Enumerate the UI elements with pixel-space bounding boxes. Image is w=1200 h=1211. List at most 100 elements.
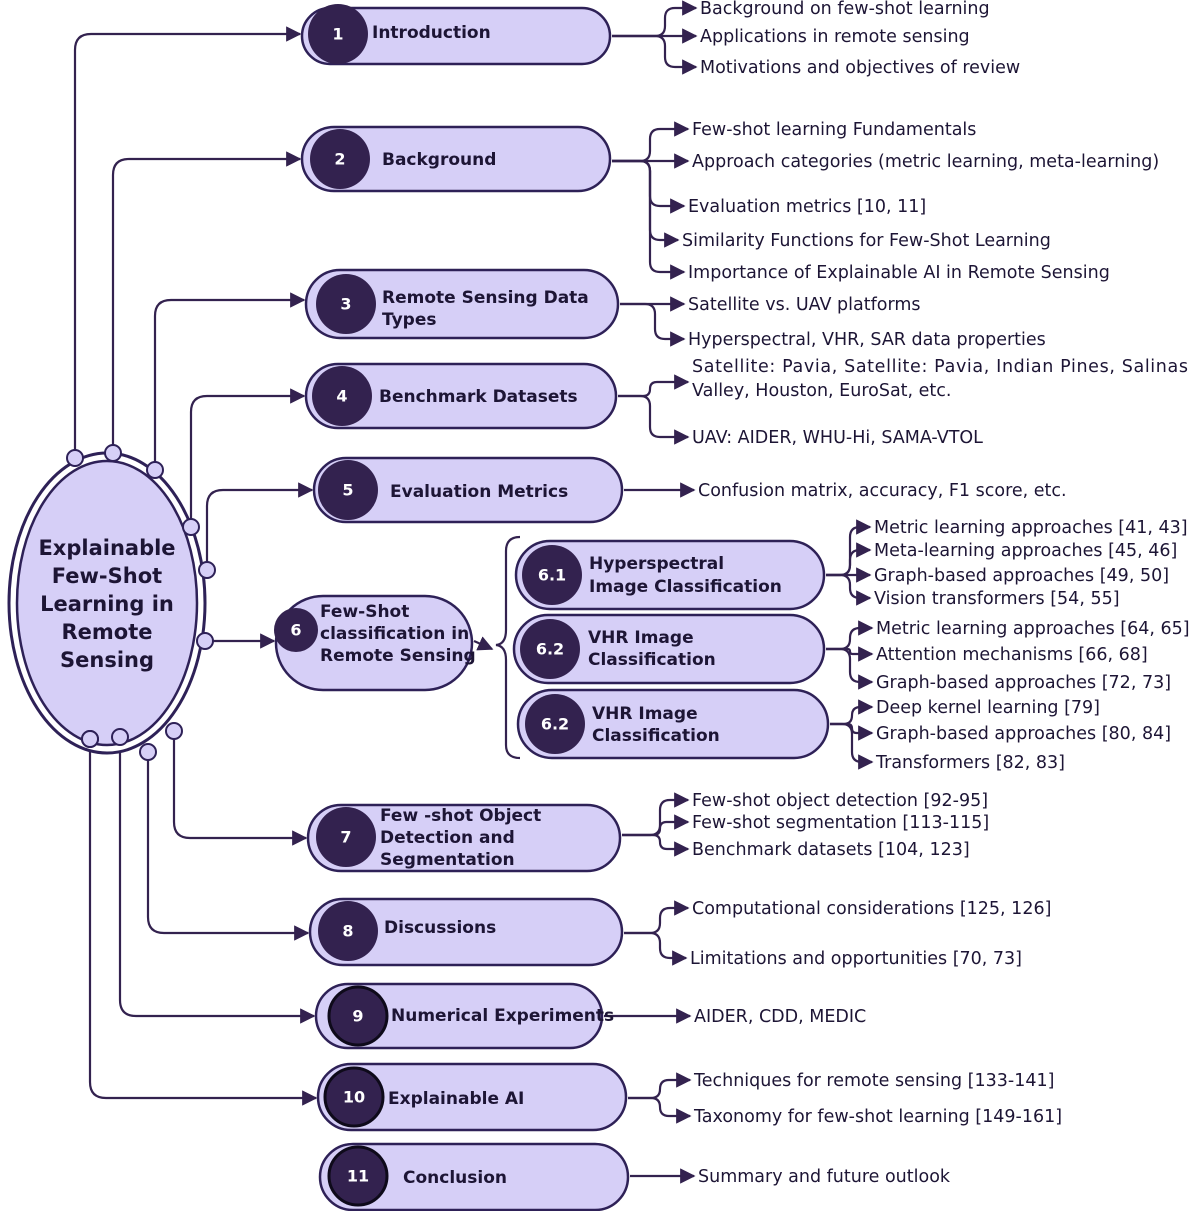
leaf-item-text: Evaluation metrics [10, 11] <box>688 197 926 217</box>
section-number-badge <box>525 694 585 754</box>
item-connector <box>624 931 688 966</box>
section-pill <box>300 125 612 193</box>
section-node-8: 8 Discussions <box>308 897 624 967</box>
item-connector <box>826 542 872 577</box>
section-pill <box>314 982 604 1050</box>
root-title-line-5: Sensing <box>60 648 154 672</box>
section-title-line-3: Segmentation <box>380 850 515 870</box>
section-number-badge <box>520 619 580 679</box>
root-connector-10 <box>88 739 318 1106</box>
section-title-line-1: Hyperspectral <box>589 554 724 574</box>
section-number: 6.2 <box>541 715 569 734</box>
section-number-badge <box>318 901 378 961</box>
leaf-item-text: Satellite vs. UAV platforms <box>688 295 921 315</box>
section-title-line-1: Remote Sensing Data <box>382 288 589 308</box>
root-connector-4 <box>189 388 306 527</box>
section-title-line-1: Discussions <box>384 918 496 938</box>
leaf-item-text: Motivations and objectives of review <box>700 58 1020 78</box>
item-connector <box>826 647 874 690</box>
section-number: 3 <box>340 295 351 314</box>
connector-dot-icon <box>182 518 200 536</box>
section-pill <box>308 897 624 967</box>
item-connector <box>826 620 874 651</box>
section-number: 10 <box>343 1088 365 1107</box>
section-node-2: 2 Background <box>300 125 612 193</box>
section-number: 1 <box>332 25 343 44</box>
leaf-item-text: Few-shot learning Fundamentals <box>692 120 976 140</box>
item-connector <box>612 159 686 280</box>
root-connector-9 <box>118 737 316 1024</box>
section-title-line-1: Numerical Experiments <box>391 1006 614 1026</box>
item-connector <box>826 573 872 606</box>
leaf-item-text: Meta-learning approaches [45, 46] <box>874 541 1177 561</box>
section-title-line-1: VHR Image <box>592 704 698 724</box>
leaf-item-text: Few-shot object detection [92-95] <box>692 791 988 811</box>
leaf-item-text: Background on few-shot learning <box>700 0 990 19</box>
section-title-line-1: VHR Image <box>588 628 694 648</box>
item-connector <box>622 792 690 837</box>
item-connector <box>830 722 874 770</box>
item-connector <box>612 0 698 38</box>
leaf-item-text: Computational considerations [125, 126] <box>692 899 1051 919</box>
leaf-item-text: Confusion matrix, accuracy, F1 score, et… <box>698 481 1067 501</box>
leaf-item-text: Few-shot segmentation [113-115] <box>692 813 989 833</box>
root-node: Explainable Few-Shot Learning in Remote … <box>7 451 207 755</box>
item-connector <box>830 699 874 726</box>
item-connector <box>612 121 690 163</box>
connector-dot-icon <box>104 444 122 462</box>
section-number: 7 <box>340 828 351 847</box>
leaf-item-text: Benchmark datasets [104, 123] <box>692 840 970 860</box>
root-title-line-2: Few-Shot <box>52 564 162 588</box>
section-number-badge <box>327 1145 389 1207</box>
item-connector <box>628 1096 692 1124</box>
item-connector <box>622 833 690 857</box>
item-connector <box>628 1072 692 1100</box>
root-title-line-1: Explainable <box>38 536 175 560</box>
leaf-item-text: Techniques for remote sensing [133-141] <box>693 1071 1054 1091</box>
section-title-line-2: Classification <box>588 650 716 670</box>
section-number-badge <box>308 4 368 64</box>
section-title-line-1: Background <box>382 150 496 170</box>
section-number: 6 <box>290 621 301 640</box>
section-pill <box>316 1062 628 1132</box>
section-number: 4 <box>336 387 347 406</box>
connector-dot-icon <box>111 728 129 746</box>
item-connector <box>618 394 690 445</box>
root-connector-2 <box>111 151 302 453</box>
section-number: 11 <box>347 1167 369 1186</box>
section-title-line-2: Types <box>382 310 436 330</box>
section-nodes: 1 Introduction Background on few-shot lear… <box>274 0 1190 1211</box>
section-title-line-1: Evaluation Metrics <box>390 482 568 502</box>
item-connector <box>612 34 698 75</box>
section-title-line-1: Conclusion <box>403 1168 507 1188</box>
section-title-line-2: Detection and <box>380 828 515 848</box>
section-pill <box>514 539 826 611</box>
leaf-item-text: Summary and future outlook <box>698 1167 951 1187</box>
leaf-item-text: Deep kernel learning [79] <box>876 698 1100 718</box>
leaf-item-wrapped: Satellite: Pavia, Satellite: Pavia, Indi… <box>692 357 1188 401</box>
subsection-brace <box>495 535 521 760</box>
section-number-badge <box>323 1066 385 1128</box>
leaf-item-text: Metric learning approaches [41, 43] <box>874 518 1188 538</box>
leaf-item-text: Importance of Explainable AI in Remote S… <box>688 263 1110 283</box>
item-connector <box>624 900 690 935</box>
section-number: 9 <box>352 1007 363 1026</box>
section-number: 8 <box>342 922 353 941</box>
section-number: 2 <box>334 150 345 169</box>
leaf-item-text: Limitations and opportunities [70, 73] <box>690 949 1022 969</box>
leaf-item-text: Graph-based approaches [72, 73] <box>876 673 1171 693</box>
leaf-item-text: UAV: AIDER, WHU-Hi, SAMA-VTOL <box>692 428 983 448</box>
section-node-11: 11 Conclusion <box>318 1142 630 1211</box>
section-title-line-2: classification in <box>320 624 469 644</box>
section-node-1: 1 Introduction <box>300 4 612 66</box>
leaf-item-text: Metric learning approaches [64, 65] <box>876 619 1190 639</box>
section-node-9: 9 Numerical Experiments <box>314 982 614 1050</box>
root-connector-1 <box>73 26 302 458</box>
section-title-line-1: Introduction <box>372 23 491 43</box>
connector-dot-icon <box>196 632 214 650</box>
